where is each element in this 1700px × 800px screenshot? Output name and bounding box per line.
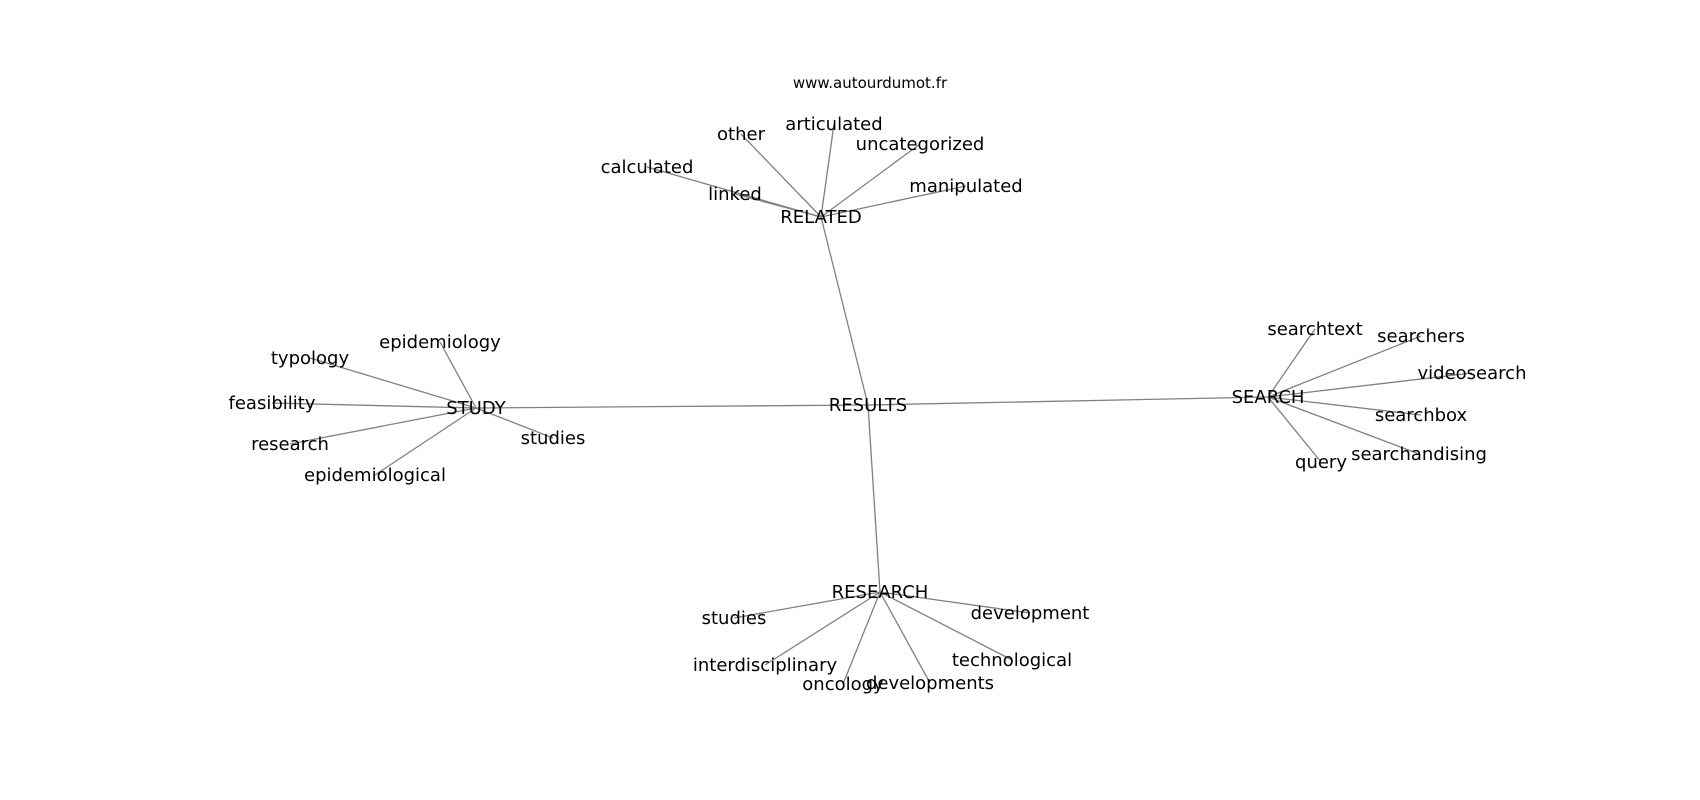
node-hub-search: SEARCH [1232, 387, 1305, 408]
edge-study-to-epidemiology [439, 341, 477, 409]
node-leaf-technological: technological [952, 650, 1072, 671]
edge-search-to-query [1267, 396, 1322, 463]
node-hub-study: STUDY [446, 398, 506, 419]
node-hub-related: RELATED [780, 207, 861, 228]
node-leaf-feasibility: feasibility [229, 393, 316, 414]
edge-related-to-articulated [820, 123, 835, 218]
node-leaf-typology: typology [271, 348, 350, 369]
node-leaf-other: other [717, 124, 766, 145]
edge-related-to-uncategorized [820, 143, 921, 218]
edge-research-to-interdisciplinary [764, 591, 881, 666]
node-leaf-developments: developments [866, 673, 994, 694]
node-leaf-searchandising: searchandising [1351, 444, 1487, 465]
node-leaf-interdisciplinary: interdisciplinary [693, 655, 838, 676]
node-leaf-query: query [1295, 452, 1347, 473]
node-leaf-manipulated: manipulated [909, 176, 1022, 197]
edge-related-to-manipulated [820, 185, 967, 218]
node-leaf-research: research [251, 434, 329, 455]
watermark-url: www.autourdumot.fr [793, 74, 948, 92]
node-leaf-oncology: oncology [802, 674, 884, 695]
edge-center-to-research [867, 404, 881, 593]
node-center: RESULTS [829, 395, 907, 416]
node-leaf-calculated: calculated [601, 157, 694, 178]
node-leaf-studies: studies [702, 608, 767, 629]
node-leaf-epidemiology: epidemiology [379, 332, 501, 353]
edge-center-to-related [820, 216, 869, 406]
node-leaf-studies: studies [521, 428, 586, 449]
graph-edges [271, 123, 1473, 685]
node-leaf-searchers: searchers [1377, 326, 1465, 347]
node-leaf-searchbox: searchbox [1375, 405, 1468, 426]
node-leaf-videosearch: videosearch [1418, 363, 1527, 384]
node-leaf-searchtext: searchtext [1267, 319, 1362, 340]
edge-search-to-searchtext [1267, 328, 1316, 398]
edge-center-to-search [867, 396, 1269, 406]
edge-related-to-linked [734, 193, 822, 218]
edge-research-to-developments [879, 591, 931, 684]
node-leaf-development: development [971, 603, 1090, 624]
edge-research-to-studies [733, 591, 881, 619]
edge-search-to-searchbox [1267, 396, 1422, 416]
edge-search-to-searchers [1267, 335, 1422, 398]
edge-related-to-other [740, 133, 822, 218]
edge-study-to-typology [309, 357, 477, 409]
node-leaf-articulated: articulated [785, 114, 882, 135]
edge-research-to-oncology [842, 591, 881, 685]
edge-study-to-studies [475, 407, 554, 439]
edge-search-to-searchandising [1267, 396, 1420, 455]
edge-center-to-study [475, 404, 869, 409]
node-leaf-linked: linked [708, 184, 762, 205]
edge-study-to-research [289, 407, 477, 445]
node-hub-research: RESEARCH [832, 582, 929, 603]
node-leaf-epidemiological: epidemiological [304, 465, 446, 486]
edge-study-to-epidemiological [374, 407, 477, 476]
node-leaf-uncategorized: uncategorized [856, 134, 985, 155]
edge-search-to-videosearch [1267, 372, 1473, 398]
edge-research-to-technological [879, 591, 1013, 661]
edge-study-to-feasibility [271, 402, 477, 409]
edge-research-to-development [879, 591, 1031, 614]
